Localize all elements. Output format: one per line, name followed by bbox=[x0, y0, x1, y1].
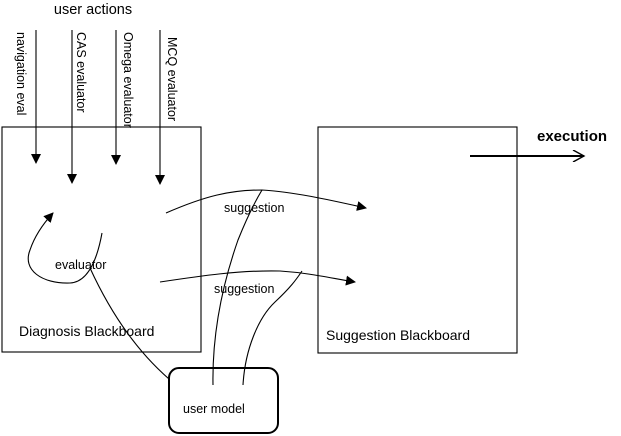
cas-evaluator-label: CAS evaluator bbox=[74, 32, 88, 113]
suggestion-label-lower: suggestion bbox=[214, 282, 275, 296]
user-model-to-evaluator-line bbox=[89, 267, 170, 380]
user-model-box bbox=[168, 367, 279, 434]
mcq-evaluator-label: MCQ evaluator bbox=[165, 37, 179, 121]
evaluator-label: evaluator bbox=[55, 258, 106, 272]
suggestion-blackboard-label: Suggestion Blackboard bbox=[326, 327, 470, 343]
omega-evaluator-label: Omega evaluator bbox=[121, 32, 135, 128]
suggestion-blackboard-box bbox=[317, 126, 518, 354]
user-actions-title: user actions bbox=[54, 2, 132, 18]
navigation-eval-label: navigation eval bbox=[14, 32, 28, 115]
suggestion-arrow-lower bbox=[159, 270, 356, 286]
diagnosis-blackboard-label: Diagnosis Blackboard bbox=[19, 323, 154, 339]
execution-label: execution bbox=[537, 128, 607, 145]
diagnosis-blackboard-box bbox=[1, 126, 202, 353]
user-model-to-suggestion-line-2 bbox=[242, 270, 303, 386]
suggestion-label-upper: suggestion bbox=[224, 201, 285, 215]
user-model-to-suggestion-line-1 bbox=[212, 189, 263, 386]
evaluator-loop-arrow bbox=[27, 212, 103, 284]
user-model-label: user model bbox=[183, 402, 245, 416]
